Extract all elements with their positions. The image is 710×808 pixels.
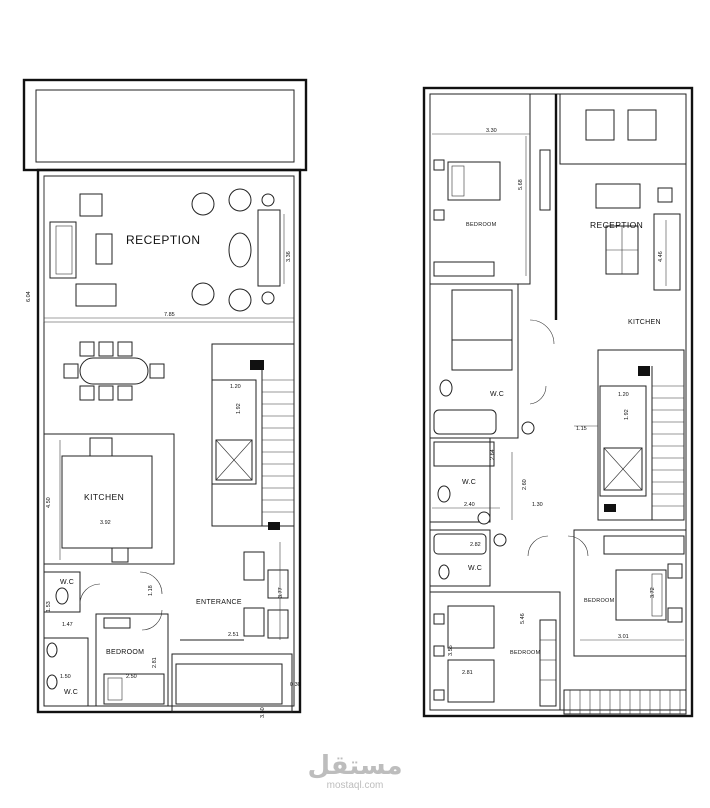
label-bedroom-left: BEDROOM	[106, 649, 144, 656]
watermark-latin: mostaql.com	[326, 780, 384, 791]
dim-030: 0.30	[290, 682, 301, 688]
left-outer-wall	[36, 168, 302, 714]
dim-281b: 2.81	[462, 670, 473, 676]
label-reception-left: RECEPTION	[126, 233, 201, 247]
wc-room	[429, 437, 491, 523]
dim-546: 5.46	[520, 613, 526, 624]
dim-350: 3.50	[260, 707, 266, 718]
bedroom-room	[429, 591, 561, 711]
label-wc-right-1: W.C	[490, 391, 504, 398]
armchair	[191, 192, 215, 216]
bed	[447, 659, 495, 703]
wc-room	[429, 529, 491, 587]
dim-192a: 1.92	[236, 403, 242, 414]
label-kitchen-left: KITCHEN	[84, 492, 124, 502]
label-wc-left-1: W.C	[60, 579, 74, 586]
dim-147: 1.47	[62, 622, 73, 628]
dim-251: 2.51	[228, 632, 239, 638]
dim-372: 3.72	[650, 587, 656, 598]
armchair	[585, 109, 615, 141]
bedroom-room	[95, 613, 169, 707]
left-balcony	[22, 78, 308, 172]
dim-604: 6.04	[26, 291, 32, 302]
terrace	[559, 93, 687, 165]
staircase	[597, 349, 685, 521]
dim-264: 2.64	[490, 449, 496, 460]
dim-330: 3.30	[486, 128, 497, 134]
watermark-arabic: مستقل	[307, 751, 403, 781]
sofa	[653, 213, 681, 291]
kitchen-room	[43, 433, 175, 565]
left-floor-plan	[22, 78, 308, 714]
dim-153: 1.53	[46, 601, 52, 612]
dining-table	[79, 357, 149, 385]
balcony-railing	[563, 689, 687, 715]
label-bedroom-right-bottom: BEDROOM	[510, 650, 541, 656]
bathtub	[433, 409, 497, 435]
dim-118: 1.18	[148, 585, 154, 596]
label-wc-right-2: W.C	[462, 479, 476, 486]
label-bedroom-right-top: BEDROOM	[466, 222, 497, 228]
armchair	[228, 188, 252, 212]
dim-120b: 1.20	[618, 392, 629, 398]
dim-282: 2.82	[470, 542, 481, 548]
bed	[447, 161, 501, 201]
dim-568: 5.68	[518, 179, 524, 190]
dim-260: 2.60	[522, 479, 528, 490]
dim-301: 3.01	[618, 634, 629, 640]
bedroom-room	[573, 529, 687, 657]
dim-120a: 1.20	[230, 384, 241, 390]
staircase	[211, 343, 295, 527]
dim-240: 2.40	[464, 502, 475, 508]
coffee-table	[95, 233, 113, 265]
dim-250: 2.50	[126, 674, 137, 680]
bed	[103, 673, 165, 705]
dim-336: 3.36	[286, 251, 292, 262]
wardrobe	[267, 569, 289, 599]
bed	[447, 605, 495, 649]
dim-377: 3.77	[278, 587, 284, 598]
label-wc-left-2: W.C	[64, 689, 78, 696]
armchair	[627, 109, 657, 141]
label-bedroom-right-mid: BEDROOM	[584, 598, 615, 604]
sofa	[595, 183, 641, 209]
label-reception-right: RECEPTION	[590, 220, 643, 230]
sofa	[257, 209, 281, 287]
watermark: مستقل mostaql.com	[300, 752, 410, 792]
dim-784: 7.85	[164, 312, 175, 318]
right-floor-plan	[422, 86, 694, 718]
wc-room	[43, 571, 81, 613]
dim-355: 3.55	[448, 645, 454, 656]
wardrobe	[267, 609, 289, 639]
dim-192b: 1.92	[624, 409, 630, 420]
dim-646: 4.46	[658, 251, 664, 262]
bed	[615, 569, 667, 621]
room-labels: RECEPTION KITCHEN W.C W.C BEDROOM ENTERA…	[60, 220, 661, 696]
armchair	[79, 193, 103, 217]
wardrobe	[243, 551, 265, 581]
label-kitchen-right: KITCHEN	[628, 319, 661, 326]
armchair	[228, 288, 252, 312]
bathtub	[433, 533, 487, 555]
dimension-labels: 7.85 6.04 3.36 1.20 1.92 4.50 3.92 1.18 …	[26, 128, 664, 718]
wc-room	[43, 637, 89, 707]
dim-115: 1.15	[576, 426, 587, 432]
dim-392: 3.92	[100, 520, 111, 526]
dim-130: 1.30	[532, 502, 543, 508]
right-outer-wall	[422, 86, 694, 718]
label-enterance: ENTERANCE	[196, 599, 242, 606]
label-wc-right-3: W.C	[468, 565, 482, 572]
dim-150: 1.50	[60, 674, 71, 680]
armchair	[191, 282, 215, 306]
sofa	[75, 283, 117, 307]
round-table	[228, 232, 252, 268]
dim-281: 2.81	[152, 657, 158, 668]
wardrobe	[243, 607, 265, 637]
sofa	[49, 221, 77, 279]
dim-450: 4.50	[46, 497, 52, 508]
